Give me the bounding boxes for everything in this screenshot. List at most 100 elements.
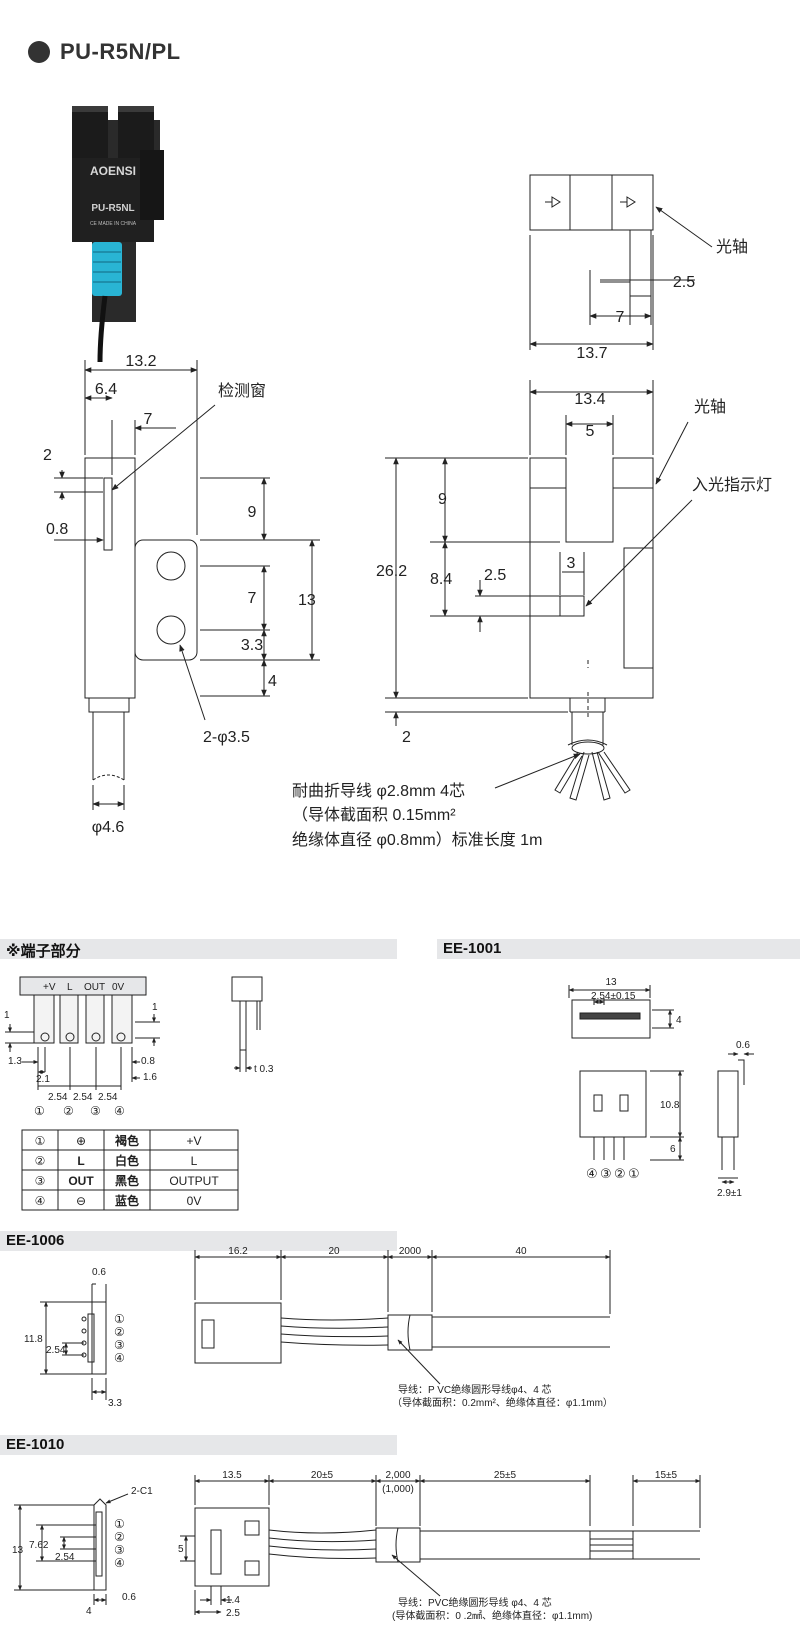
term-pitch-3: 2.54 (98, 1092, 118, 1103)
row4-sym: ⊖ (76, 1194, 86, 1208)
blue-cable-boot (92, 242, 122, 296)
section-bar-ee1010: EE-1010 (0, 1435, 397, 1455)
terminal-drawing (5, 976, 263, 1090)
ee1001-num-3: ③ (600, 1166, 612, 1181)
front-dim-9: 9 (438, 491, 447, 508)
section-bar-terminal: ※端子部分 (0, 939, 397, 960)
cable-wires-drawing (554, 741, 631, 801)
ee1001-dim-2-9: 2.9±1 (717, 1188, 742, 1199)
photo-origin: CE MADE IN CHINA (90, 221, 137, 227)
table-row: ② L 白色 L (35, 1153, 198, 1168)
front-label-indicator: 入光指示灯 (692, 476, 772, 494)
dim-0-8: 0.8 (46, 521, 68, 538)
ee1010-dim-13-5: 13.5 (222, 1470, 242, 1481)
top-dim-7: 7 (616, 309, 625, 326)
term-dim-t: t 0.3 (254, 1064, 274, 1075)
section-title-ee1010: EE-1010 (6, 1436, 65, 1453)
ee1001-num-2: ② (614, 1166, 626, 1181)
ee1006-dim-3-3: 3.3 (108, 1398, 122, 1409)
ee1006-note-2: （导体截面积：0.2mm²、绝缘体直径：φ1.1mm） (392, 1396, 613, 1409)
row1-signal: +V (186, 1134, 201, 1148)
front-view-drawing (385, 380, 654, 746)
front-dim-13-4: 13.4 (574, 391, 605, 408)
section-bar-ee1006: EE-1006 (0, 1231, 397, 1251)
pin-label-v: +V (43, 982, 56, 993)
dim-6-4: 6.4 (95, 381, 117, 398)
front-dim-2: 2 (402, 729, 411, 746)
table-row: ③ OUT 黑色 OUTPUT (35, 1173, 220, 1188)
term-dim-0-8: 0.8 (141, 1056, 155, 1067)
top-view-drawing (529, 174, 695, 350)
ee1010-dim-4: 4 (86, 1606, 92, 1617)
term-dim-1b: 1 (152, 1002, 158, 1013)
front-dim-8-4: 8.4 (430, 571, 452, 588)
pin-label-0v: 0V (112, 982, 125, 993)
cable-note-line3: 绝缘体直径 φ0.8mm）标准长度 1m (292, 831, 542, 849)
ee1010-num-3: ③ (114, 1543, 125, 1557)
term-num-3: ③ (90, 1104, 101, 1118)
table-row: ① ⊕ 褐色 +V (35, 1133, 202, 1148)
dim-holes: 2-φ3.5 (203, 729, 250, 746)
row4-color: 蓝色 (115, 1193, 139, 1208)
sensor-photo: AOENSI PU-R5NL CE MADE IN CHINA (72, 106, 164, 363)
ee1010-dim-25: 25±5 (494, 1470, 517, 1481)
dim-3-3: 3.3 (241, 637, 263, 654)
term-pitch-2: 2.54 (73, 1092, 93, 1103)
dim-cable-dia: φ4.6 (92, 819, 125, 836)
ee1010-num-1: ① (114, 1517, 125, 1531)
ee1006-note-1: 导线：P VC绝缘圆形导线φ4、4 芯 (398, 1383, 552, 1396)
ee1001-drawing (568, 985, 745, 1179)
ee1006-drawing (40, 1250, 611, 1400)
dim-13-2: 13.2 (125, 353, 156, 370)
row1-color: 褐色 (114, 1133, 139, 1148)
front-dim-2-5: 2.5 (484, 567, 506, 584)
term-num-1: ① (34, 1104, 45, 1118)
bullet-dot-icon (28, 41, 50, 63)
term-dim-1a: 1 (4, 1010, 10, 1021)
term-num-2: ② (63, 1104, 74, 1118)
row2-signal: L (191, 1154, 198, 1168)
ee1010-dim-2-5: 2.5 (226, 1608, 240, 1619)
ee1006-num-2: ② (114, 1325, 125, 1339)
photo-brand: AOENSI (90, 164, 136, 178)
page-header: PU-R5N/PL (0, 28, 181, 76)
row2-color: 白色 (115, 1153, 139, 1168)
row3-signal: OUTPUT (169, 1174, 219, 1188)
ee1006-dim-2000: 2000 (399, 1246, 422, 1257)
ee1001-num-4: ④ (586, 1166, 598, 1181)
cable-note-line2: （导体截面积 0.15mm² (292, 806, 456, 824)
row3-color: 黑色 (115, 1173, 139, 1188)
term-pitch-1: 2.54 (48, 1092, 68, 1103)
ee1001-dim-13: 13 (605, 977, 617, 988)
terminal-table-cells: ① ⊕ 褐色 +V ② L 白色 L ③ OUT 黑色 OUTPUT ④ ⊖ 蓝… (35, 1133, 220, 1208)
row3-no: ③ (35, 1174, 46, 1188)
row2-sym: L (77, 1154, 84, 1168)
front-label-axis: 光轴 (694, 398, 726, 416)
ee1001-num-1: ① (628, 1166, 640, 1181)
label-window: 检测窗 (218, 382, 266, 400)
ee1010-drawing (14, 1475, 701, 1615)
dim-13: 13 (298, 592, 316, 609)
term-dim-1-3: 1.3 (8, 1056, 22, 1067)
dim-4: 4 (268, 673, 277, 690)
ee1006-num-1: ① (114, 1312, 125, 1326)
ee1010-note-2: (导体截面积：0 .2㎟、绝缘体直径：φ1.1mm) (392, 1609, 592, 1622)
term-dim-2-1: 2.1 (36, 1074, 50, 1085)
row4-no: ④ (35, 1194, 46, 1208)
ee1010-num-2: ② (114, 1530, 125, 1544)
ee1010-dim-2000: 2,000 (385, 1470, 410, 1481)
top-label-axis: 光轴 (716, 238, 748, 256)
ee1006-dim-2-54: 2.54 (46, 1345, 66, 1356)
photo-model: PU-R5NL (91, 203, 134, 214)
term-num-4: ④ (114, 1104, 125, 1118)
section-title-ee1001: EE-1001 (443, 940, 502, 957)
ee1001-dim-6: 6 (670, 1144, 676, 1155)
ee1006-dim-16-2: 16.2 (228, 1246, 248, 1257)
terminal-table (21, 1129, 239, 1211)
ee1010-note-1: 导线：PVC绝缘圆形导线 φ4、4 芯 (398, 1596, 552, 1609)
ee1006-dim-11-8: 11.8 (24, 1334, 43, 1345)
ee1006-dim-0-6: 0.6 (92, 1267, 106, 1278)
ee1006-dim-20: 20 (328, 1246, 340, 1257)
section-bar-ee1001: EE-1001 (437, 939, 800, 959)
section-title-ee1006: EE-1006 (6, 1232, 65, 1249)
